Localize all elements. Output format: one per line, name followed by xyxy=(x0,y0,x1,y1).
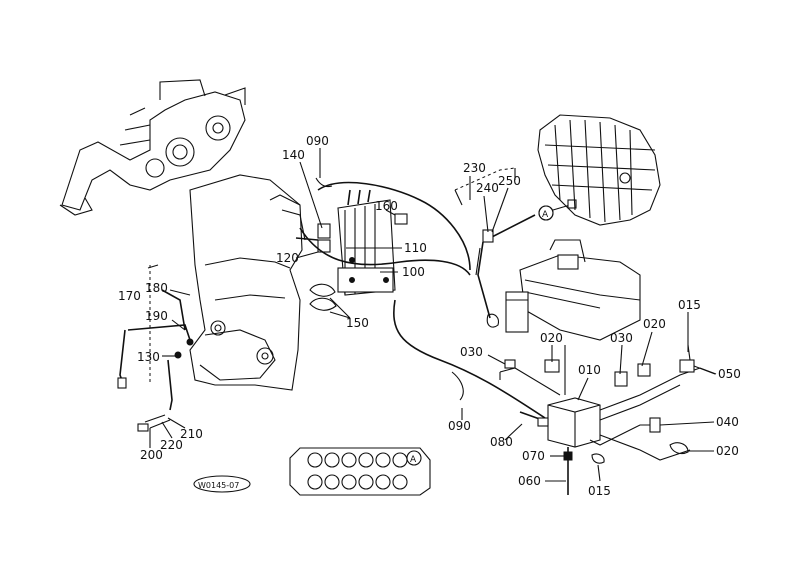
valve-spool-circles xyxy=(307,452,408,490)
ref-mark-a1: A xyxy=(542,210,549,220)
label-040: 040 xyxy=(716,415,739,429)
control-valve-block xyxy=(295,189,408,311)
label-080: 080 xyxy=(490,435,513,449)
label-170: 170 xyxy=(118,289,141,303)
backhoe-tractor-illustration xyxy=(59,79,246,216)
label-130: 130 xyxy=(137,350,160,364)
label-030a: 030 xyxy=(460,345,483,359)
label-015a: 015 xyxy=(678,298,701,312)
label-020a: 020 xyxy=(540,331,563,345)
valve-bank-top-view xyxy=(289,447,431,496)
swing-frame-casting xyxy=(189,174,306,391)
label-180: 180 xyxy=(145,281,168,295)
label-060: 060 xyxy=(518,474,541,488)
label-070: 070 xyxy=(522,449,545,463)
ref-circle-a1 xyxy=(538,205,554,221)
leader-lines xyxy=(149,148,717,482)
manifold-block-assembly xyxy=(499,344,716,495)
label-030b: 030 xyxy=(610,331,633,345)
label-160: 160 xyxy=(375,199,398,213)
ref-mark-a2: A xyxy=(410,455,417,465)
main-control-valve-bank xyxy=(537,114,661,226)
label-150: 150 xyxy=(346,316,369,330)
label-120: 120 xyxy=(276,251,299,265)
loader-frame-section xyxy=(505,239,641,341)
label-020c: 020 xyxy=(716,444,739,458)
drawing-code: W0145-07 xyxy=(198,481,239,490)
label-010: 010 xyxy=(578,363,601,377)
drawing-code-oval xyxy=(193,475,251,493)
label-090a: 090 xyxy=(306,134,329,148)
label-230: 230 xyxy=(463,161,486,175)
label-140: 140 xyxy=(282,148,305,162)
label-015b: 015 xyxy=(588,484,611,498)
label-110: 110 xyxy=(404,241,427,255)
label-240: 240 xyxy=(476,181,499,195)
label-050: 050 xyxy=(718,367,741,381)
hydraulic-hoses xyxy=(299,177,546,419)
ref-circle-a2 xyxy=(406,450,422,466)
label-210: 210 xyxy=(180,427,203,441)
label-220: 220 xyxy=(160,438,183,452)
label-020b: 020 xyxy=(643,317,666,331)
label-090b: 090 xyxy=(448,419,471,433)
part-number-labels: 090 140 160 110 120 100 150 170 180 190 … xyxy=(118,134,741,498)
label-100: 100 xyxy=(402,265,425,279)
upper-pipe-group xyxy=(454,167,577,328)
label-200: 200 xyxy=(140,448,163,462)
label-250: 250 xyxy=(498,174,521,188)
label-190: 190 xyxy=(145,309,168,323)
